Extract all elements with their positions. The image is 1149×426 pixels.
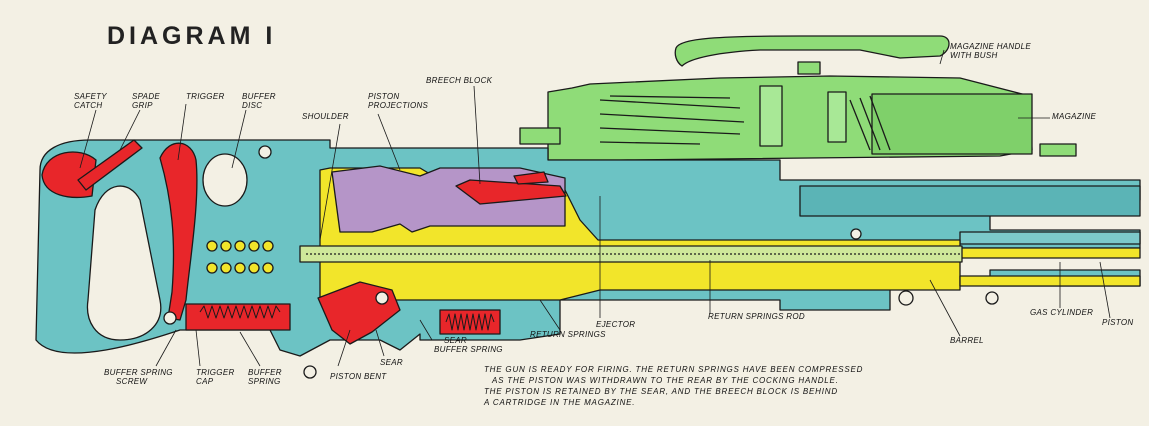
- buffer-disc-balls: [206, 240, 274, 274]
- label-piston-bent: PISTON BENT: [330, 372, 387, 381]
- springs: [199, 305, 495, 331]
- label-sear: SEAR: [380, 358, 403, 367]
- label-shoulder: SHOULDER: [302, 112, 349, 121]
- label-gas-cylinder: GAS CYLINDER: [1030, 308, 1094, 317]
- magazine-cartridges: [599, 85, 1077, 157]
- label-magazine: MAGAZINE: [1052, 112, 1097, 121]
- label-return-springs: RETURN SPRINGS: [530, 330, 606, 339]
- fixing-holes: [163, 145, 999, 379]
- barrel: [799, 185, 1141, 245]
- label-ejector: EJECTOR: [596, 320, 636, 329]
- label-trigger: TRIGGER: [186, 92, 225, 101]
- diagram-caption: THE GUN IS READY FOR FIRING. THE RETURN …: [484, 365, 864, 407]
- label-return-springs-rod: RETURN SPRINGS ROD: [708, 312, 805, 321]
- leader-lines: [79, 49, 1111, 367]
- label-piston: PISTON: [1102, 318, 1134, 327]
- label-barrel: BARREL: [950, 336, 984, 345]
- label-breech-block: BREECH BLOCK: [426, 76, 493, 85]
- diagram-title: DIAGRAM I: [107, 22, 277, 50]
